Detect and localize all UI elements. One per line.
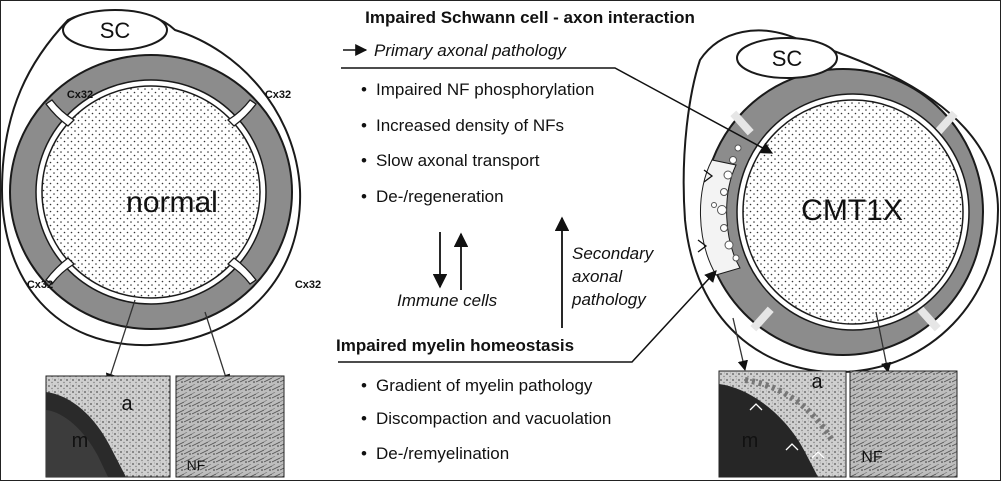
secondary-label-line1: Secondary	[572, 244, 655, 263]
svg-text:•: •	[361, 187, 367, 206]
right-myelin-gaps	[730, 110, 958, 332]
left-em-label-a: a	[121, 393, 133, 415]
right-vacuoles	[711, 144, 742, 262]
svg-text:•: •	[361, 444, 367, 463]
right-fiber: SC CMT1X	[682, 29, 1000, 374]
svg-text:•: •	[361, 80, 367, 99]
left-em-label-m: m	[72, 430, 89, 452]
heading-top: Impaired Schwann cell - axon interaction	[365, 8, 695, 27]
right-em-micrograph: a m	[718, 370, 847, 478]
left-schwann-nucleus	[62, 9, 168, 51]
axonal-item-1: Impaired NF phosphorylation	[376, 80, 594, 99]
right-axon-label: CMT1X	[801, 194, 903, 227]
left-sc-label: SC	[100, 18, 131, 43]
right-schwann-nucleus	[736, 37, 838, 79]
left-axon	[41, 85, 261, 299]
right-arrow-to-nf	[875, 311, 892, 374]
myelin-homeostasis-arrow	[338, 270, 717, 363]
right-em-label-m: m	[742, 430, 759, 452]
right-arrow-to-em	[732, 317, 748, 372]
myelin-item-1: Gradient of myelin pathology	[376, 376, 593, 395]
svg-text:•: •	[361, 116, 367, 135]
right-sc-label: SC	[772, 46, 803, 71]
cx32-label-top-left: Cx32	[67, 89, 93, 101]
left-arrow-to-em	[105, 299, 136, 384]
primary-pathology-arrow	[341, 67, 774, 154]
right-nf-micrograph: NF	[849, 370, 958, 478]
left-em-micrograph: a m	[45, 375, 171, 478]
left-nf-label: NF	[187, 457, 206, 473]
cx32-label-bottom-right: Cx32	[295, 279, 321, 291]
immune-label: Immune cells	[397, 291, 498, 310]
primary-label: Primary axonal pathology	[374, 41, 567, 60]
axonal-item-3: Slow axonal transport	[376, 151, 540, 170]
left-axon-label: normal	[126, 186, 218, 219]
cx32-label-top-right: Cx32	[265, 89, 291, 101]
left-arrow-to-nf	[204, 311, 231, 385]
axonal-list: • Impaired NF phosphorylation • Increase…	[361, 80, 594, 206]
svg-text:•: •	[361, 409, 367, 428]
right-arrowheads	[697, 169, 714, 253]
secondary-label-line2: axonal	[572, 267, 623, 286]
myelin-item-2: Discompaction and vacuolation	[376, 409, 611, 428]
secondary-label-line3: pathology	[571, 290, 647, 309]
myelin-item-3: De-/remyelination	[376, 444, 509, 463]
myelin-list: • Gradient of myelin pathology • Discomp…	[361, 376, 611, 463]
svg-text:•: •	[361, 376, 367, 395]
left-connexin-channels	[45, 99, 257, 285]
right-em-label-a: a	[811, 371, 823, 393]
axonal-item-4: De-/regeneration	[376, 187, 504, 206]
left-fiber: SC normal Cx32 Cx32 Cx32 Cx32	[0, 9, 321, 385]
right-axon	[742, 99, 964, 325]
svg-text:•: •	[361, 151, 367, 170]
right-nf-label: NF	[861, 449, 883, 466]
left-nf-micrograph: NF	[175, 375, 285, 478]
heading-bottom: Impaired myelin homeostasis	[336, 336, 574, 355]
axonal-item-2: Increased density of NFs	[376, 116, 564, 135]
cx32-label-bottom-left: Cx32	[27, 279, 53, 291]
